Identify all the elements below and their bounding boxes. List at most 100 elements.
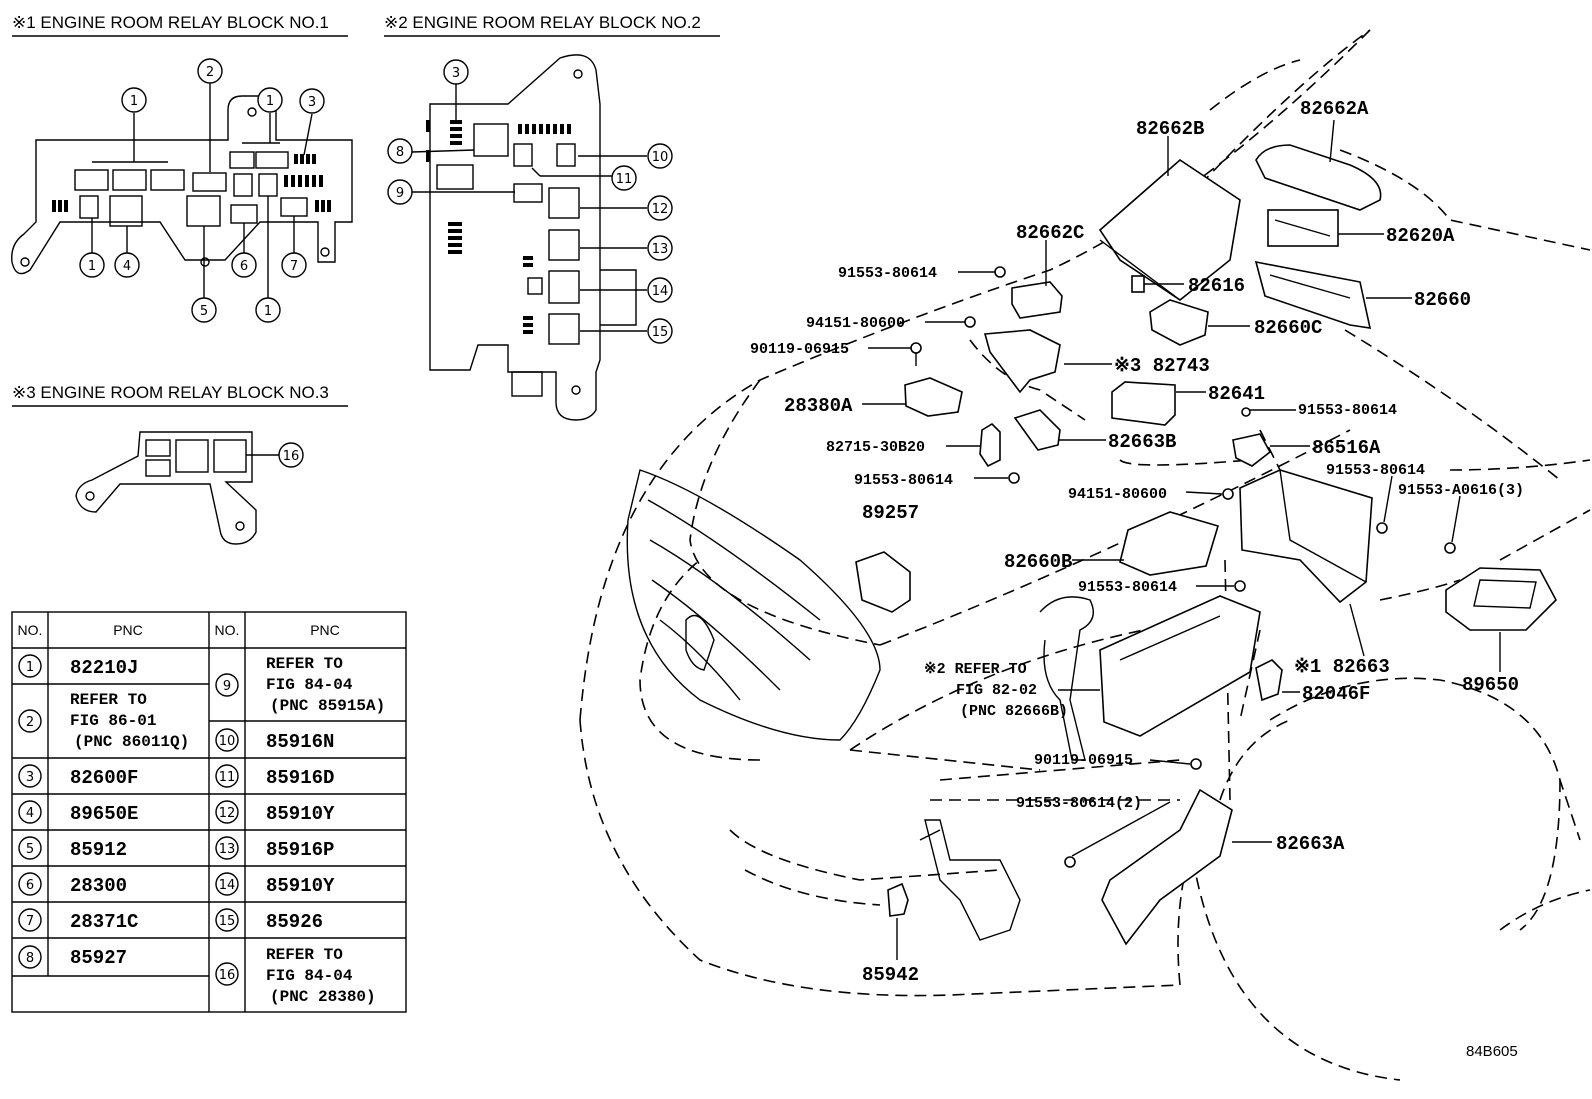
table-row-pnc: 85926 [266, 911, 323, 933]
callout: 1 [88, 259, 96, 274]
callout: 1 [266, 94, 274, 109]
callout: 2 [206, 65, 214, 80]
table-row-pnc: FIG 84-04 [266, 676, 353, 694]
table-row-pnc: 85910Y [266, 803, 335, 825]
part-label: 82663A [1276, 833, 1345, 855]
table-row-no: 12 [219, 806, 236, 821]
callout: 8 [396, 145, 404, 160]
grille-drawing [626, 469, 881, 741]
part-label: 82662B [1136, 118, 1204, 140]
callout: 9 [396, 186, 404, 201]
table-row-pnc: 28371C [70, 911, 138, 933]
callout: 6 [240, 259, 248, 274]
table-row-no: 1 [26, 660, 34, 675]
table-row-pnc: (PNC 28380) [270, 988, 376, 1006]
vehicle-body-outline [579, 29, 1591, 1081]
block2-callouts: 3 8 9 10 11 12 13 14 15 [387, 59, 673, 344]
part-label: 82662A [1300, 98, 1369, 120]
pnc-table: NO. PNC NO. PNC 1 82210J 2 REFER TO FIG … [11, 611, 407, 1013]
table-row-no: 15 [219, 914, 236, 929]
table-row-no: 6 [26, 878, 34, 893]
relay-block-1-drawing [11, 83, 353, 298]
part-label: ※2 REFER TO [924, 661, 1027, 678]
diagram-code: 84B605 [1466, 1043, 1518, 1060]
table-header-pnc: PNC [310, 622, 340, 638]
relay-block-3-drawing [75, 431, 279, 545]
part-label: FIG 82-02 [956, 682, 1037, 699]
table-row-no: 8 [26, 951, 34, 966]
block2-heading: ※2 ENGINE ROOM RELAY BLOCK NO.2 [384, 13, 701, 32]
table-row-no: 13 [219, 842, 236, 857]
callout: 14 [652, 284, 669, 299]
table-row-no: 2 [26, 715, 34, 730]
part-label: 85942 [862, 964, 919, 986]
table-row-no: 9 [223, 679, 231, 694]
part-label: 82620A [1386, 225, 1455, 247]
part-label: 89650 [1462, 674, 1519, 696]
table-row-no: 4 [26, 806, 34, 821]
callout: 13 [652, 242, 669, 257]
table-row-pnc: 85927 [70, 947, 127, 969]
callout: 16 [283, 449, 300, 464]
table-row-no: 7 [26, 914, 34, 929]
table-header-pnc: PNC [113, 622, 143, 638]
block3-heading: ※3 ENGINE ROOM RELAY BLOCK NO.3 [12, 383, 329, 402]
callout: 4 [123, 259, 131, 274]
table-row-pnc: REFER TO [266, 655, 343, 673]
table-row-pnc: FIG 84-04 [266, 967, 353, 985]
part-label: 89257 [862, 502, 919, 524]
table-row-pnc: 85916D [266, 767, 334, 789]
part-leaders [862, 119, 1501, 960]
callout: 3 [452, 66, 460, 81]
part-label: 82660 [1414, 289, 1471, 311]
callout: 7 [290, 259, 298, 274]
callout: 10 [652, 150, 669, 165]
block1-callouts: 1 2 1 3 1 4 5 6 1 7 [79, 58, 325, 323]
part-label: (PNC 82666B) [960, 703, 1068, 720]
part-label: 82662C [1016, 222, 1084, 244]
table-row-pnc: REFER TO [70, 691, 147, 709]
part-label: 82616 [1188, 275, 1245, 297]
part-label: 91553-80614 [854, 472, 953, 489]
part-label: 91553-80614 [1326, 462, 1425, 479]
part-label: 28380A [784, 395, 853, 417]
part-label: 91553-A0616(3) [1398, 482, 1524, 499]
part-label: ※1 82663 [1294, 656, 1390, 678]
callout: 11 [616, 172, 633, 187]
part-label: 86516A [1312, 437, 1381, 459]
table-row-no: 3 [26, 770, 34, 785]
part-label: 90119-06915 [1034, 752, 1133, 769]
part-label: 91553-80614(2) [1016, 795, 1142, 812]
callout: 1 [130, 94, 138, 109]
callout: 1 [264, 304, 272, 319]
part-label: 90119-06915 [750, 341, 849, 358]
part-label: 82660B [1004, 551, 1072, 573]
block3-callouts: 16 [278, 442, 304, 468]
callout: 5 [200, 304, 208, 319]
table-row-no: 16 [219, 968, 236, 983]
table-row-pnc: (PNC 85915A) [270, 697, 385, 715]
part-label: 94151-80600 [1068, 486, 1167, 503]
table-row-pnc: FIG 86-01 [70, 712, 156, 730]
part-label: 91553-80614 [1078, 579, 1177, 596]
table-row-pnc: 85916N [266, 731, 334, 753]
callout: 3 [308, 95, 316, 110]
table-row-pnc: 82600F [70, 767, 138, 789]
callout: 12 [652, 202, 669, 217]
table-row-pnc: (PNC 86011Q) [74, 733, 189, 751]
part-labels: 82662A 82662B 82620A 82662C 82616 82660 … [750, 98, 1524, 986]
table-row-no: 10 [219, 734, 236, 749]
table-row-pnc: 85910Y [266, 875, 335, 897]
table-header-no: NO. [215, 622, 240, 638]
part-label: 82715-30B20 [826, 439, 925, 456]
table-row-pnc: 28300 [70, 875, 127, 897]
table-row-pnc: 85916P [266, 839, 334, 861]
part-label: 82641 [1208, 383, 1265, 405]
table-row-no: 11 [219, 770, 236, 785]
callout: 15 [652, 325, 669, 340]
part-label: 82663B [1108, 431, 1176, 453]
table-row-pnc: 89650E [70, 803, 138, 825]
part-label: 94151-80600 [806, 315, 905, 332]
table-row-pnc: 82210J [70, 657, 138, 679]
